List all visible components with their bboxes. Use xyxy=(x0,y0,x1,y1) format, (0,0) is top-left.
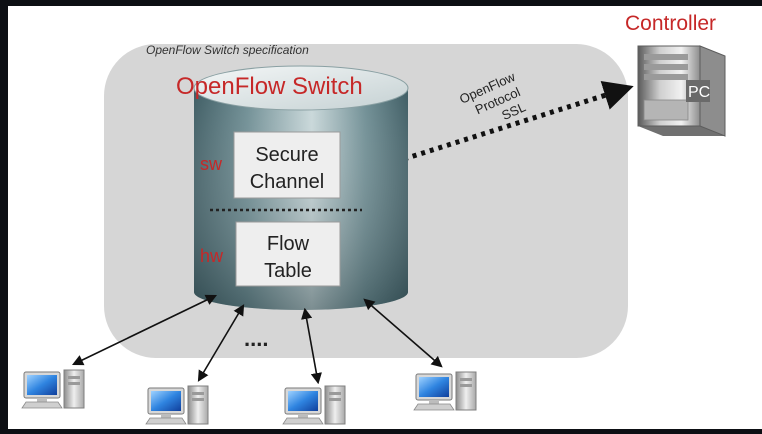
ellipsis-label: .... xyxy=(244,326,268,351)
desktop-computer-icon xyxy=(282,385,346,425)
host-link-1 xyxy=(71,294,218,366)
secure-channel-line-2: Channel xyxy=(250,171,325,193)
server-tower-icon: PC xyxy=(637,45,726,137)
hw-label: hw xyxy=(200,246,224,266)
desktop-computer-icon xyxy=(145,385,209,425)
flow-table-line-2: Table xyxy=(264,260,312,282)
desktop-computer-icon xyxy=(413,371,477,411)
sw-label: sw xyxy=(200,154,223,174)
pc-label: PC xyxy=(688,84,710,101)
host-link-4 xyxy=(363,298,443,368)
controller-label: Controller xyxy=(625,12,716,35)
secure-channel-line-1: Secure xyxy=(255,144,318,166)
flow-table-box: Flow Table xyxy=(235,221,341,287)
secure-channel-box: Secure Channel xyxy=(233,131,341,199)
desktop-computer-icon xyxy=(21,369,85,409)
spec-label: OpenFlow Switch specification xyxy=(146,43,309,57)
host-link-3 xyxy=(301,307,322,385)
switch-title: OpenFlow Switch xyxy=(176,73,363,100)
host-link-2 xyxy=(197,304,245,382)
flow-table-line-1: Flow xyxy=(267,233,310,255)
